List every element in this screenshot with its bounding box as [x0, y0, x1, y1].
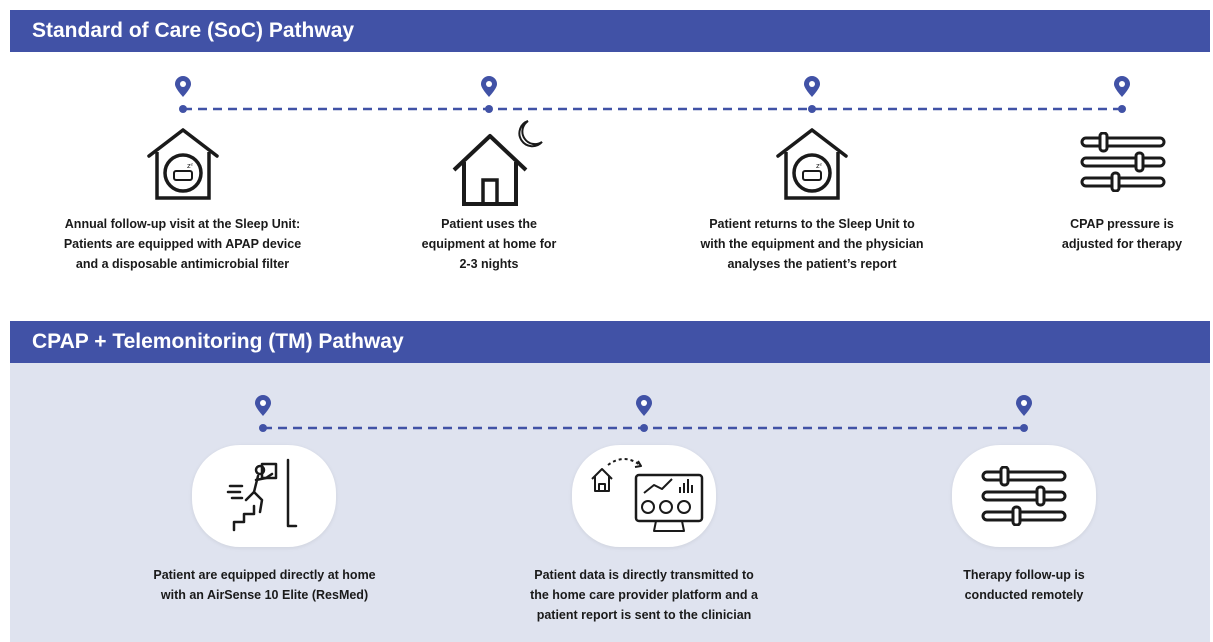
soc-step-3-caption: Patient returns to the Sleep Unit to wit… [677, 214, 947, 274]
home-night-icon [452, 120, 543, 206]
soc-marker-4 [1114, 76, 1130, 113]
caption-line: with an AirSense 10 Elite (ResMed) [160, 588, 369, 602]
caption-line: adjusted for therapy [1061, 237, 1183, 251]
caption-line: patient report is sent to the clinician [536, 608, 752, 622]
caption-line: Patient uses the [441, 217, 537, 231]
data-transmission-icon [591, 458, 704, 532]
soc-timeline [175, 76, 1130, 113]
caption-line: conducted remotely [964, 588, 1084, 602]
tm-step-2-caption: Patient data is directly transmitted to … [494, 565, 794, 625]
soc-marker-3 [804, 76, 820, 113]
soc-step-4-caption: CPAP pressure is adjusted for therapy [1036, 214, 1208, 254]
soc-step-2-caption: Patient uses the equipment at home for 2… [389, 214, 589, 274]
tm-step-2-icon-disc [572, 445, 716, 547]
tm-pathway-title: CPAP + Telemonitoring (TM) Pathway [10, 321, 1210, 363]
delivery-icon [226, 458, 298, 532]
caption-line: equipment at home for [421, 237, 557, 251]
tm-step-3-caption: Therapy follow-up is conducted remotely [919, 565, 1129, 605]
soc-marker-2 [481, 76, 497, 113]
caption-line: Patient returns to the Sleep Unit to [709, 217, 915, 231]
caption-line: Patient data is directly transmitted to [534, 568, 754, 582]
svg-text:zᶻ: zᶻ [187, 162, 194, 170]
tm-step-1-icon-disc [192, 445, 336, 547]
caption-line: with the equipment and the physician [700, 237, 924, 251]
sleep-unit-icon: zᶻ [776, 128, 848, 200]
tm-step-3-icon-disc [952, 445, 1096, 547]
caption-line: CPAP pressure is [1070, 217, 1174, 231]
caption-line: analyses the patient’s report [727, 257, 897, 271]
soc-pathway-title: Standard of Care (SoC) Pathway [10, 10, 1210, 52]
soc-marker-1 [175, 76, 191, 113]
svg-text:zᶻ: zᶻ [816, 162, 823, 170]
sliders-icon [981, 466, 1067, 526]
caption-line: Therapy follow-up is [963, 568, 1085, 582]
caption-line: Patients are equipped with APAP device [63, 237, 302, 251]
caption-line: the home care provider platform and a [530, 588, 758, 602]
caption-line: and a disposable antimicrobial filter [75, 257, 290, 271]
sliders-icon [1080, 132, 1166, 192]
caption-line: 2-3 nights [459, 257, 519, 271]
caption-line: Annual follow-up visit at the Sleep Unit… [64, 217, 301, 231]
sleep-unit-icon: zᶻ [147, 128, 219, 200]
caption-line: Patient are equipped directly at home [153, 568, 376, 582]
tm-step-1-caption: Patient are equipped directly at home wi… [112, 565, 417, 605]
soc-step-1-caption: Annual follow-up visit at the Sleep Unit… [20, 214, 345, 274]
